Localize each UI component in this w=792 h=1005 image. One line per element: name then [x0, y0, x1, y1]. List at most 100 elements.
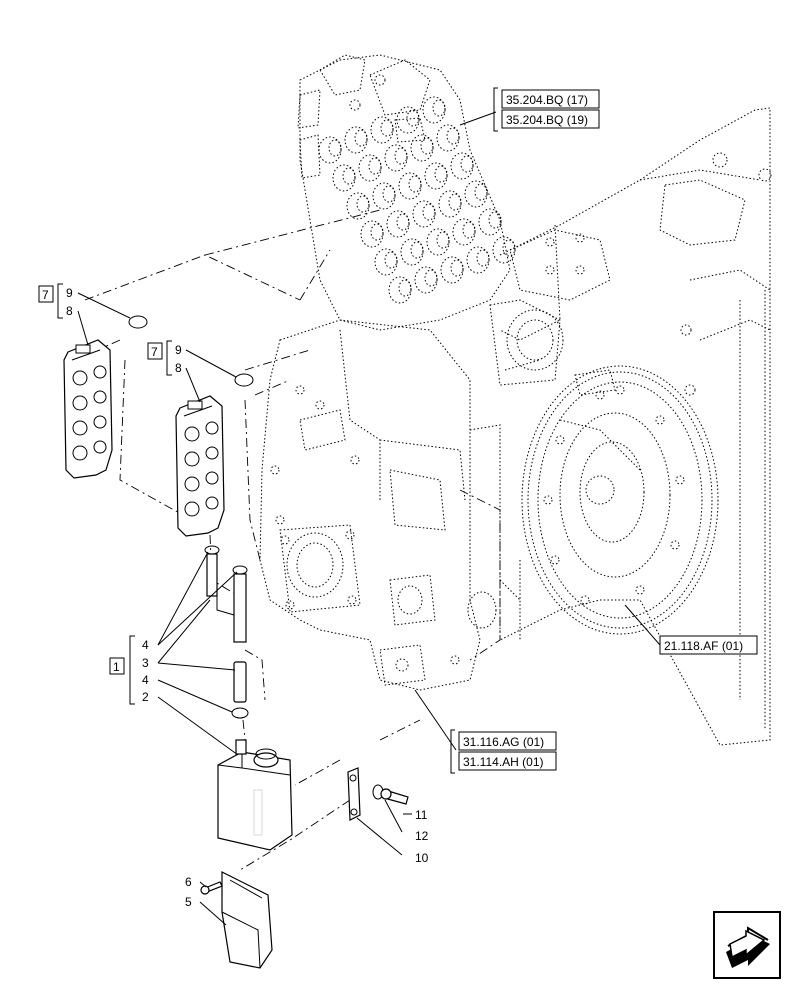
callout-8-left: 8: [66, 304, 73, 318]
spool-cylinder-bore: [354, 129, 368, 147]
o-ring-right: [234, 373, 254, 387]
spool-cylinder-bore: [408, 175, 422, 193]
spool-cylinder: [372, 182, 396, 210]
spool-cylinder-bore: [460, 155, 474, 173]
spool-cylinder: [396, 106, 420, 134]
spool-cylinder-bore: [406, 109, 420, 127]
spool-cylinder: [466, 246, 490, 274]
control-valve-stack: [297, 54, 511, 331]
callout-labels: 7 9 8 7 9 8 1 4 3 4 2 11 12 10 6 5: [38, 285, 429, 909]
spool-cylinder-bore: [356, 195, 370, 213]
callout-6: 6: [185, 875, 192, 889]
reference-boxes: 35.204.BQ (17) 35.204.BQ (19) 21.118.AF …: [458, 89, 758, 771]
spool-cylinder-bore: [398, 279, 412, 297]
spool-cylinder: [400, 238, 424, 266]
spool-cylinder-bore: [380, 119, 394, 137]
spool-cylinder: [426, 228, 450, 256]
valve-spools: [318, 96, 516, 304]
spool-cylinder-bore: [396, 213, 410, 231]
leader-lines: [77, 111, 661, 926]
spool-cylinder-bore: [384, 251, 398, 269]
spool-cylinder-bore: [420, 137, 434, 155]
valve-cover-right: [175, 395, 225, 537]
spool-cylinder: [410, 134, 434, 162]
spool-cylinder-bore: [476, 249, 490, 267]
bolt: [380, 788, 409, 805]
callout-8-right: 8: [175, 361, 182, 375]
spool-cylinder: [344, 126, 368, 154]
spool-cylinder: [450, 152, 474, 180]
callout-10: 10: [415, 851, 429, 865]
hose-assembly: [204, 545, 249, 719]
spool-cylinder-bore: [394, 147, 408, 165]
callout-9-left: 9: [66, 286, 73, 300]
spool-cylinder: [414, 266, 438, 294]
spool-cylinder: [360, 220, 384, 248]
spool-cylinder: [386, 210, 410, 238]
spool-cylinder-bore: [370, 223, 384, 241]
spool-cylinder: [370, 116, 394, 144]
callout-1: 1: [113, 660, 120, 674]
spool-cylinder-bore: [410, 241, 424, 259]
spool-cylinder-bore: [328, 139, 342, 157]
reference-31-114-ah-01[interactable]: 31.114.AH (01): [463, 755, 544, 769]
spool-cylinder: [464, 180, 488, 208]
spool-cylinder-bore: [448, 193, 462, 211]
spool-cylinder: [384, 144, 408, 172]
spool-cylinder: [346, 192, 370, 220]
spool-cylinder-bore: [382, 185, 396, 203]
callout-7-right: 7: [151, 345, 158, 359]
spool-cylinder: [398, 172, 422, 200]
screw: [200, 881, 223, 895]
spool-cylinder-bore: [432, 99, 446, 117]
spool-cylinder: [438, 190, 462, 218]
spool-cylinder: [452, 218, 476, 246]
valve-cover-left: [63, 339, 113, 479]
spool-cylinder-bore: [436, 231, 450, 249]
callout-5: 5: [185, 895, 192, 909]
reservoir-guard: [221, 871, 273, 969]
callout-7-left: 7: [42, 288, 49, 302]
spool-cylinder-bore: [368, 157, 382, 175]
transmission-housing: [499, 107, 772, 746]
reference-35-204-bq-19[interactable]: 35.204.BQ (19): [506, 113, 588, 127]
spool-cylinder: [478, 208, 502, 236]
spool-cylinder-bore: [474, 183, 488, 201]
spool-cylinder-bore: [488, 211, 502, 229]
reference-31-116-ag-01[interactable]: 31.116.AG (01): [463, 735, 544, 749]
central-housing: [259, 299, 564, 691]
callout-brackets: [57, 87, 498, 774]
callout-2: 2: [142, 690, 149, 704]
spool-cylinder: [436, 124, 460, 152]
spool-cylinder: [332, 164, 356, 192]
spool-cylinder: [412, 200, 436, 228]
reference-21-118-af-01[interactable]: 21.118.AF (01): [664, 639, 743, 653]
spool-cylinder: [374, 248, 398, 276]
spool-cylinder-bore: [446, 127, 460, 145]
spool-cylinder: [358, 154, 382, 182]
callout-12: 12: [415, 829, 429, 843]
spool-cylinder-bore: [502, 239, 516, 257]
spool-cylinder: [440, 256, 464, 284]
spool-cylinder: [388, 276, 412, 304]
spool-cylinder-bore: [434, 165, 448, 183]
spool-cylinder: [424, 162, 448, 190]
spool-cylinder: [422, 96, 446, 124]
reference-35-204-bq-17[interactable]: 35.204.BQ (17): [506, 93, 588, 107]
oil-reservoir: [217, 739, 293, 851]
spool-cylinder-bore: [462, 221, 476, 239]
callout-4-bottom: 4: [142, 673, 149, 687]
callout-4-top: 4: [142, 638, 149, 652]
spool-cylinder-bore: [422, 203, 436, 221]
o-ring-left: [128, 315, 148, 329]
spool-cylinder-bore: [450, 259, 464, 277]
spool-cylinder: [318, 136, 342, 164]
spool-cylinder: [492, 236, 516, 264]
spool-cylinder-bore: [424, 269, 438, 287]
callout-11: 11: [415, 808, 428, 822]
spool-cylinder-bore: [342, 167, 356, 185]
callout-9-right: 9: [175, 343, 182, 357]
next-page-arrow-icon[interactable]: [713, 911, 781, 979]
